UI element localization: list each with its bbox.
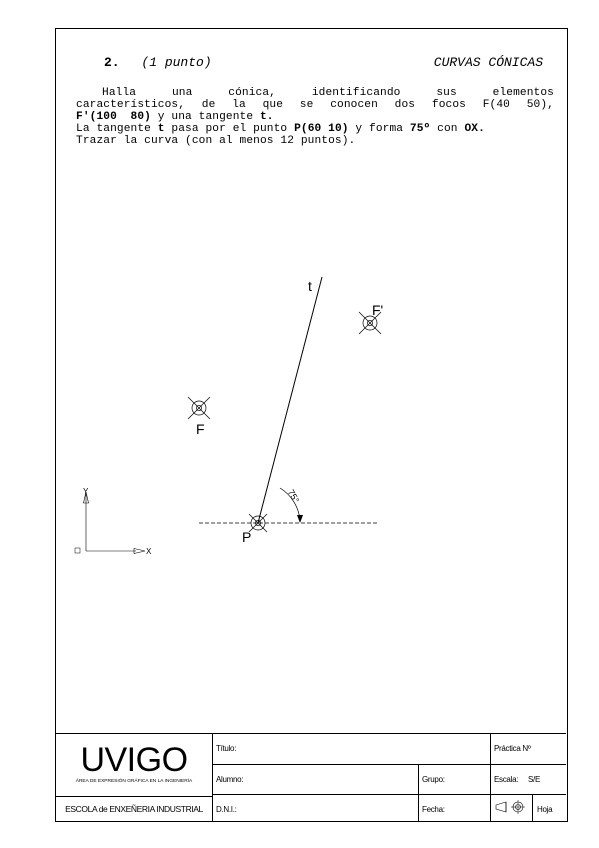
origin-square-icon bbox=[74, 547, 81, 554]
logo-text: UVIGO bbox=[80, 741, 188, 779]
fecha-field[interactable]: Fecha: bbox=[422, 805, 445, 814]
focus-f-label: F bbox=[196, 421, 205, 437]
alumno-field[interactable]: Alumno: bbox=[216, 775, 244, 784]
practica-field[interactable]: Práctica Nº bbox=[494, 744, 531, 753]
focus-f-prime-label: F' bbox=[372, 302, 383, 318]
statement-text: característicos, de la que se conocen do… bbox=[76, 99, 554, 111]
axes-indicator: Y X bbox=[74, 487, 152, 556]
escala-value: S/E bbox=[528, 775, 540, 784]
tangent-ref: t. bbox=[259, 111, 274, 123]
angle-arrow-icon bbox=[297, 515, 303, 523]
statement-text: pasa por el punto bbox=[164, 123, 295, 135]
angle-label: 75° bbox=[286, 488, 302, 505]
tangent-ref: t bbox=[157, 123, 165, 135]
escala-label: Escala: bbox=[494, 775, 519, 784]
hoja-field[interactable]: Hoja bbox=[537, 805, 553, 814]
titulo-field[interactable]: Título: bbox=[216, 744, 237, 753]
dni-field[interactable]: D.N.I.: bbox=[216, 805, 237, 814]
x-arrow-icon bbox=[133, 548, 146, 554]
angle-value: 75º bbox=[409, 123, 431, 135]
school-name: ESCOLA de ENXEÑERIA INDUSTRIAL bbox=[65, 804, 203, 814]
problem-statement: Halla una cónica, identificando sus elem… bbox=[76, 87, 554, 147]
university-logo: UVIGO ÁREA DE EXPRESIÓN GRÁFICA EN LA IN… bbox=[56, 734, 212, 796]
statement-text: La tangente bbox=[76, 123, 158, 135]
exam-sheet: 2. (1 punto) CURVAS CÓNICAS Halla una có… bbox=[55, 28, 568, 822]
focus-f-prime-coords: F'(100 80) bbox=[76, 111, 151, 123]
statement-line: Trazar la curva (con al menos 12 puntos)… bbox=[76, 135, 356, 147]
statement-text: y forma bbox=[348, 123, 410, 135]
department-name: ÁREA DE EXPRESIÓN GRÁFICA EN LA INGENIER… bbox=[75, 779, 193, 784]
grupo-field[interactable]: Grupo: bbox=[422, 775, 445, 784]
focus-f-prime-marker bbox=[358, 311, 382, 335]
statement-line: característicos, de la que se conocen do… bbox=[76, 99, 554, 111]
title-block: UVIGO ÁREA DE EXPRESIÓN GRÁFICA EN LA IN… bbox=[56, 733, 566, 822]
point-p-label: P bbox=[242, 529, 251, 545]
statement-text: y una tangente bbox=[150, 111, 260, 123]
axis-ref: OX. bbox=[464, 123, 485, 135]
construction-drawing: Y X t 75° P F bbox=[74, 276, 383, 556]
y-arrow-icon bbox=[83, 491, 89, 504]
exercise-number: 2. bbox=[104, 55, 120, 70]
projection-symbol-icon bbox=[495, 800, 525, 814]
x-axis-label: X bbox=[146, 547, 152, 556]
exercise-heading: 2. (1 punto) CURVAS CÓNICAS bbox=[104, 55, 559, 70]
statement-line: La tangente t pasa por el punto P(60 10)… bbox=[76, 123, 554, 135]
point-p-marker bbox=[248, 513, 268, 533]
statement-line: F'(100 80) y una tangente t. bbox=[76, 111, 554, 123]
tangent-line-t bbox=[257, 276, 323, 524]
statement-line: Halla una cónica, identificando sus elem… bbox=[102, 87, 554, 99]
exercise-title: CURVAS CÓNICAS bbox=[433, 55, 543, 70]
statement-text: con bbox=[430, 123, 465, 135]
y-axis-label: Y bbox=[83, 487, 89, 496]
exercise-points: (1 punto) bbox=[141, 55, 212, 70]
tangent-label: t bbox=[308, 278, 312, 294]
point-p-coords: P(60 10) bbox=[294, 123, 349, 135]
focus-f-marker bbox=[187, 396, 211, 420]
